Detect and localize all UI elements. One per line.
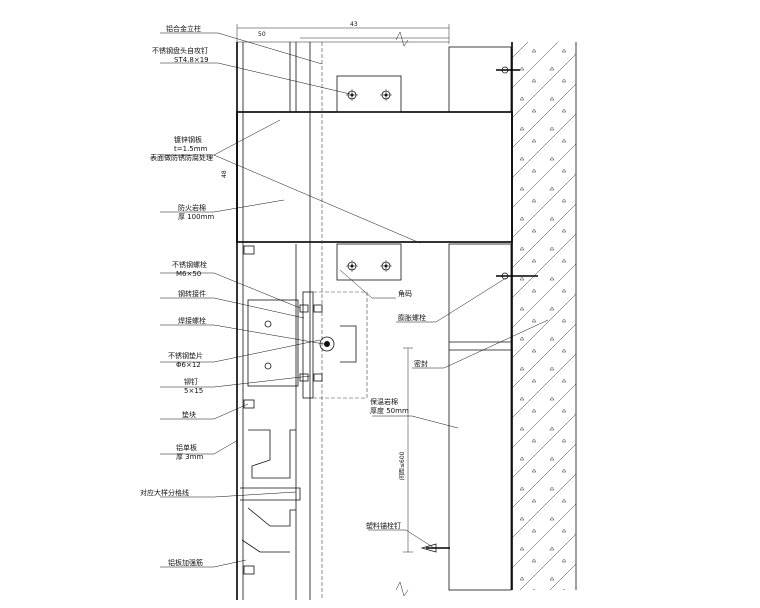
label-galvanized-plate: 镀锌钢板: [174, 135, 202, 144]
top-dimension: 43 50: [236, 21, 450, 597]
label-aluminum-sheet: 铝单板: [176, 443, 197, 452]
label-fire-insulation-spec: 厚 100mm: [178, 213, 214, 221]
label-aluminum-sheet-spec: 厚 3mm: [176, 453, 203, 461]
label-sheet-edge: 铝板加强筋: [168, 558, 203, 567]
label-gasket: 垫块: [182, 410, 196, 419]
label-anticorrosion: 表面做防锈防腐处理: [150, 153, 213, 162]
leader-lines: [160, 32, 549, 568]
fire-insulation-band: [236, 111, 513, 243]
label-stainless-bolt-spec: M6×50: [176, 270, 201, 278]
label-washer-spec: Φ6×12: [176, 361, 201, 369]
steel-angle-assembly: [247, 291, 368, 399]
label-anchor-nail: 塑料锚栓钉: [366, 521, 401, 530]
label-rivet: 铆钉: [184, 377, 198, 386]
lower-bracket-plate: [336, 243, 402, 281]
label-weld-stud: 焊接螺栓: [178, 316, 206, 325]
label-self-tapping-screw: 不锈钢盘头自攻钉: [152, 46, 208, 55]
top-dim-right: 43: [350, 21, 358, 28]
vertical-dimension: 间距≤600: [398, 347, 413, 553]
label-embed-part: 角码: [398, 289, 412, 298]
top-dim-left: 50: [258, 31, 266, 38]
label-steel-angle: 钢转接件: [178, 289, 206, 298]
aluminum-column: [236, 42, 323, 600]
label-expansion-bolt: 膨胀螺栓: [398, 313, 426, 322]
column-clips: [243, 245, 255, 575]
concrete-wall: [511, 42, 577, 590]
vertical-dim-label: 间距≤600: [398, 451, 406, 480]
label-galvanized-plate-spec: t=1.5mm: [174, 145, 208, 153]
label-insulation-board-spec: 厚度 50mm: [370, 406, 409, 415]
upper-bracket-plate: [336, 75, 402, 113]
insulation-lower: [448, 243, 512, 591]
label-pair-profile: 对应大样分格线: [140, 488, 189, 497]
left-dim: 48: [221, 170, 228, 178]
insulation-upper: [448, 46, 512, 113]
label-stainless-washer: 不锈钢垫片: [168, 351, 203, 360]
label-composite-column: 铝合金立柱: [166, 24, 201, 33]
label-self-tapping-spec: ST4.8×19: [174, 56, 209, 64]
label-insulation-board: 保温岩棉: [370, 397, 398, 406]
label-sealant: 密封: [414, 359, 428, 368]
aluminum-sheet-profile: [240, 429, 301, 553]
label-fire-insulation: 防火岩棉: [178, 203, 206, 212]
label-stainless-bolt: 不锈钢螺栓: [172, 260, 207, 269]
label-rivet-spec: 5×15: [184, 387, 203, 395]
anchors: [420, 66, 538, 553]
